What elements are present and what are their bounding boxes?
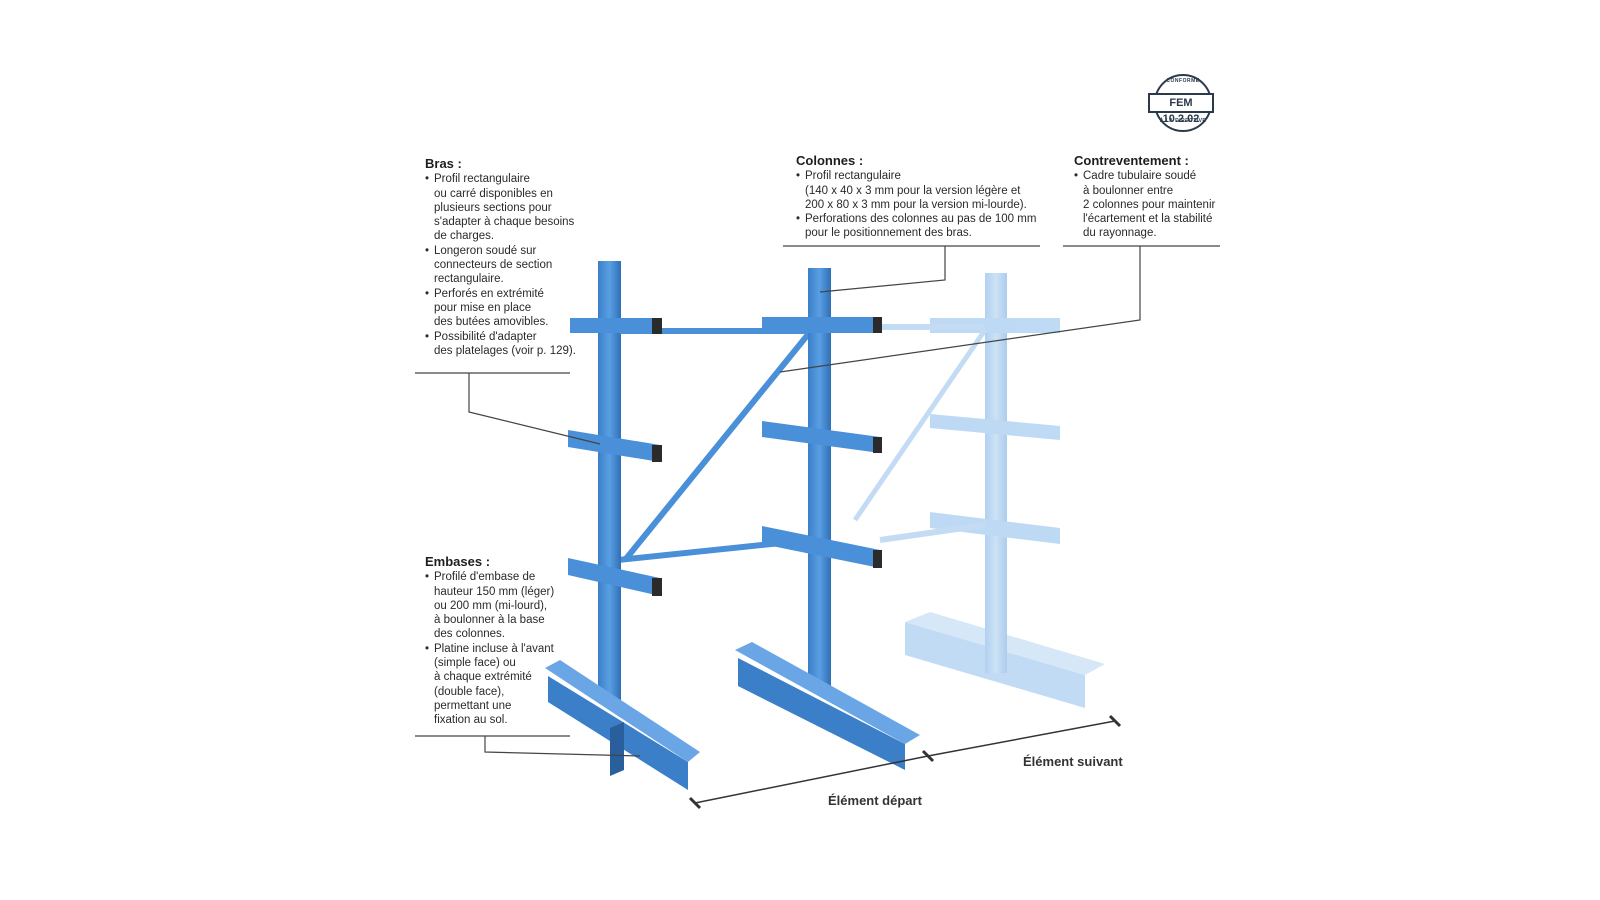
arm-2-top-cap — [873, 317, 882, 333]
base-2-top — [735, 642, 920, 744]
base-2-side — [738, 658, 905, 770]
leader-lines — [415, 245, 1220, 757]
bras-title: Bras : — [425, 156, 462, 171]
column-assembly-2 — [735, 268, 920, 770]
colonnes-callout: Colonnes : Profil rectangulaire (140 x 4… — [796, 153, 1066, 241]
badge-main-text: FEM 10.2.02 — [1148, 93, 1214, 125]
ghost-brace-bottom — [879, 522, 986, 543]
dimension-tick — [688, 796, 702, 810]
arm-2-middle — [762, 421, 880, 453]
bras-item: Possibilité d'adapter des platelages (vo… — [425, 330, 595, 359]
ghost-column-assembly — [852, 273, 1105, 708]
dimension-start — [694, 755, 929, 804]
contreventement-leader — [779, 246, 1141, 373]
badge-top-text: CONFORME — [1166, 78, 1200, 84]
column-assembly-1 — [545, 261, 700, 790]
contreventement-item: Cadre tubulaire soudé à boulonner entre … — [1074, 169, 1234, 240]
base-1-web — [610, 722, 624, 776]
embases-leader — [484, 736, 641, 757]
embases-title: Embases : — [425, 554, 491, 569]
ghost-column — [985, 273, 1007, 673]
bras-item: Longeron soudé sur connecteurs de sectio… — [425, 244, 595, 287]
dimension-tick — [921, 749, 935, 763]
column-1 — [598, 261, 621, 701]
arm-1-top — [620, 318, 662, 334]
bras-item: Perforés en extrémité pour mise en place… — [425, 287, 595, 330]
base-1-top — [545, 660, 700, 762]
bras-item: Profil rectangulaire ou carré disponible… — [425, 172, 595, 243]
arm-1-middle-cap — [652, 445, 662, 462]
badge-bottom-text: À LA DIRECTIVE — [1159, 118, 1207, 124]
bras-callout: Bras : Profil rectangulaire ou carré dis… — [425, 156, 595, 358]
contreventement-list: Cadre tubulaire soudé à boulonner entre … — [1074, 169, 1234, 240]
ghost-arm — [930, 512, 1060, 544]
arm-2-top — [762, 317, 877, 333]
embases-callout: Embases : Profilé d'embase de hauteur 15… — [425, 554, 585, 728]
element-depart-label: Élément départ — [828, 793, 922, 808]
contreventement-callout: Contreventement : Cadre tubulaire soudé … — [1074, 153, 1234, 241]
arm-1-top-cap — [652, 318, 662, 334]
arm-2-bottom-cap — [873, 550, 882, 568]
dimension-tick — [1108, 714, 1122, 728]
arm-1-middle — [568, 430, 660, 462]
colonnes-title: Colonnes : — [796, 153, 864, 168]
ghost-brace-diagonal — [852, 328, 988, 522]
colonnes-item: Perforations des colonnes au pas de 100 … — [796, 212, 1066, 241]
arm-2-middle-cap — [873, 437, 882, 453]
colonnes-leader — [819, 246, 946, 293]
column-2 — [808, 268, 831, 688]
embases-list: Profilé d'embase de hauteur 150 mm (lége… — [425, 570, 585, 727]
arm-2-bottom — [762, 526, 880, 568]
element-suivant-label: Élément suivant — [1023, 754, 1123, 769]
arm-1-bottom — [568, 558, 660, 596]
dimension-next — [927, 720, 1116, 757]
arm-1-bottom-cap — [652, 578, 662, 596]
contreventement-title: Contreventement : — [1074, 153, 1189, 168]
embases-item: Profilé d'embase de hauteur 150 mm (lége… — [425, 570, 585, 641]
ghost-arm — [930, 414, 1060, 440]
dimension-lines — [688, 714, 1122, 810]
bras-leader — [468, 373, 601, 445]
bras-list: Profil rectangulaire ou carré disponible… — [425, 172, 595, 358]
brace-diagonal — [622, 330, 813, 562]
colonnes-list: Profil rectangulaire (140 x 40 x 3 mm po… — [796, 169, 1066, 240]
fem-badge: CONFORME FEM 10.2.02 À LA DIRECTIVE — [1148, 74, 1218, 134]
embases-item: Platine incluse à l'avant (simple face) … — [425, 642, 585, 728]
colonnes-item: Profil rectangulaire (140 x 40 x 3 mm po… — [796, 169, 1066, 212]
